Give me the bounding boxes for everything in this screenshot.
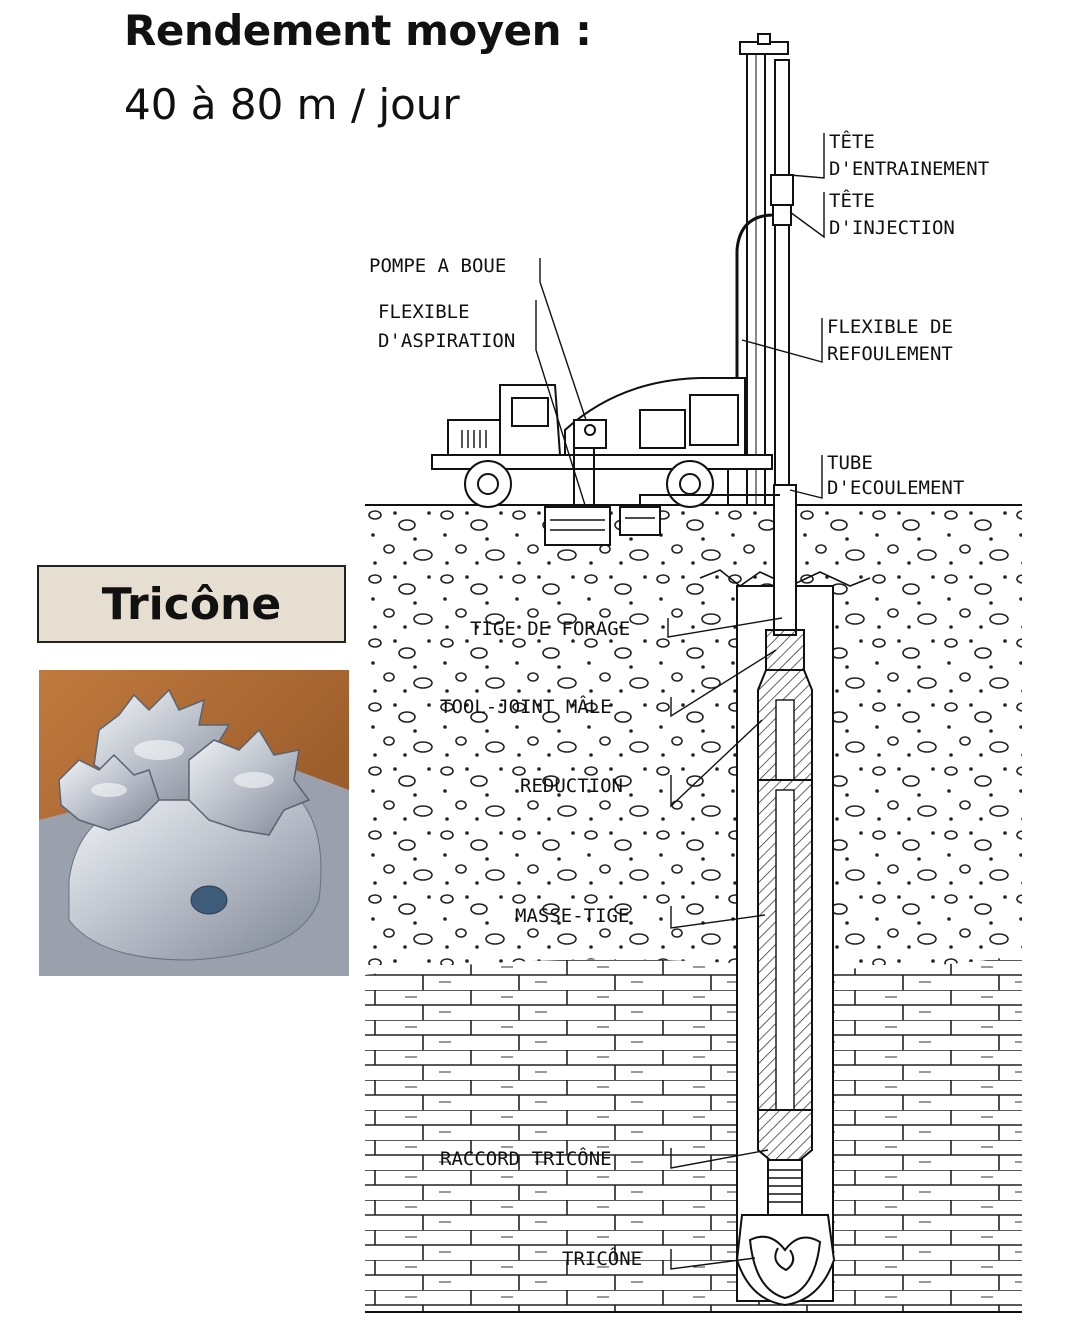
flow-line [639, 494, 780, 507]
rotary-head [770, 174, 794, 206]
discharge-hose [735, 213, 775, 400]
label-tete-entrainement-2: D'ENTRAINEMENT [829, 158, 989, 180]
label-flexible-refoulement-2: REFOULEMENT [827, 343, 953, 365]
label-tete-entrainement-1: TÊTE [829, 130, 875, 153]
drill-truck [431, 377, 773, 530]
tool-name: Tricône [101, 578, 282, 630]
label-tool-joint-male: TOOL-JOINT MÂLE [440, 695, 612, 718]
gravel-layer [365, 505, 1022, 965]
label-tete-injection-1: TÊTE [829, 189, 875, 212]
tricone-bit-photo [39, 670, 349, 976]
label-tricone: TRICÔNE [562, 1246, 642, 1270]
label-masse-tige: MASSE-TIGE [515, 905, 629, 927]
tool-joint [765, 629, 805, 671]
label-tube-ecoulement-1: TUBE [827, 452, 873, 474]
settling-pit [619, 506, 661, 536]
label-flexible-aspiration-1: FLEXIBLE [378, 301, 470, 323]
limestone-layer [365, 955, 1022, 1312]
drilling-rate: 40 à 80 m / jour [124, 80, 460, 129]
bit-sub [757, 1109, 813, 1161]
label-tube-ecoulement-2: D'ECOULEMENT [827, 477, 964, 499]
drill-pipe [773, 484, 797, 636]
label-raccord-tricone: RACCORD TRICÔNE [440, 1146, 612, 1170]
label-flexible-aspiration-2: D'ASPIRATION [378, 330, 515, 352]
page-title: Rendement moyen : [124, 6, 592, 55]
tool-name-box: Tricône [37, 565, 346, 643]
label-tige-forage: TIGE DE FORAGE [470, 618, 630, 640]
swivel [772, 204, 792, 226]
label-pompe-boue: POMPE A BOUE [369, 255, 506, 277]
label-reduction: REDUCTION [520, 775, 623, 797]
label-flexible-refoulement-1: FLEXIBLE DE [827, 316, 953, 338]
label-tete-injection-2: D'INJECTION [829, 217, 955, 239]
diagram-labels: TÊTE D'ENTRAINEMENT TÊTE D'INJECTION POM… [369, 130, 989, 1270]
kelly [774, 59, 790, 486]
mud-pit [544, 506, 611, 546]
